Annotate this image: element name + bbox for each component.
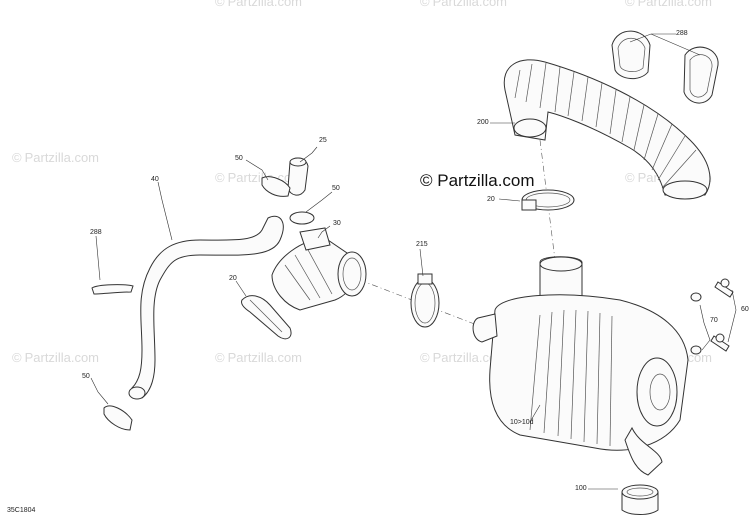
assembly-axis (539, 139, 556, 261)
callout-25: 25 (319, 137, 327, 144)
watermark: ©Partzilla.com (215, 350, 303, 365)
watermark: ©Partzilla.com (420, 350, 508, 365)
sleeve-100 (621, 484, 659, 515)
callout-50-lower: 50 (82, 373, 90, 380)
drawing-code: 35C1804 (7, 507, 36, 514)
callout-288-strap: 288 (90, 229, 102, 236)
callout-20-lower: 20 (229, 275, 237, 282)
breather-hose-40 (128, 215, 284, 400)
watermark-main: © Partzilla.com (420, 171, 535, 190)
watermark: ©Partzilla.com (625, 0, 713, 9)
intake-hose-200 (503, 59, 711, 200)
callout-215: 215 (416, 241, 428, 248)
watermark: ©Partzilla.com (420, 0, 508, 9)
strap-288 (91, 284, 134, 295)
callout-70: 70 (710, 317, 718, 324)
leader-lines (90, 33, 737, 490)
callout-50-middle: 50 (332, 185, 340, 192)
watermark: ©Partzilla.com (12, 350, 100, 365)
watermark: ©Partzilla.com (12, 150, 100, 165)
callout-60: 60 (741, 306, 749, 313)
callout-100: 100 (575, 485, 587, 492)
clamp-50-upper (261, 176, 315, 225)
callout-288-clamp: 288 (676, 30, 688, 37)
clamp-20-lower (241, 295, 292, 340)
intake-boot-30 (271, 227, 367, 311)
watermark: ©Partzilla.com (215, 0, 303, 9)
clamp-20-upper (521, 189, 575, 211)
callout-10: 10>10d (510, 419, 534, 426)
airbox-10 (472, 256, 689, 476)
clamp-288-top (611, 30, 719, 104)
fasteners-60-70 (690, 278, 734, 355)
clamp-215 (410, 273, 440, 328)
callout-30: 30 (333, 220, 341, 227)
callout-40: 40 (151, 176, 159, 183)
fitting-25 (287, 157, 309, 196)
clamp-50-lower (103, 405, 133, 431)
callout-200: 200 (477, 119, 489, 126)
callout-20-upper: 20 (487, 196, 495, 203)
callout-50-upper: 50 (235, 155, 243, 162)
